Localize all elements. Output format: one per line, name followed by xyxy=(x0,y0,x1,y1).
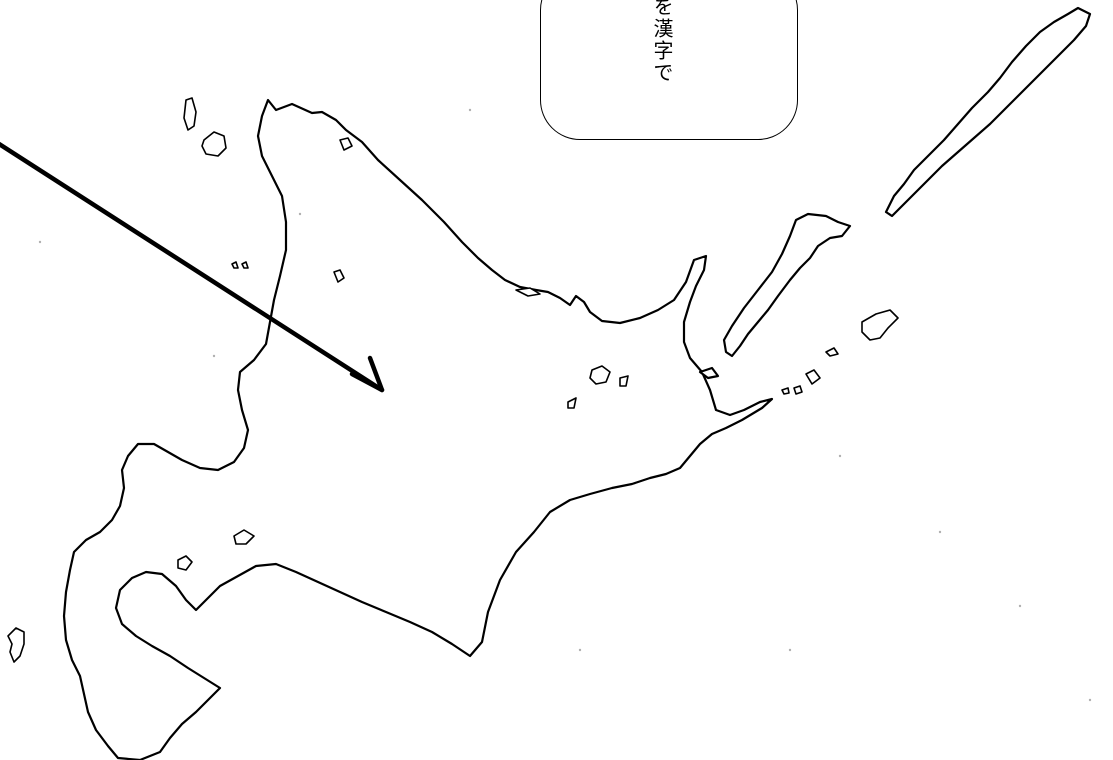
map-speck xyxy=(38,240,42,244)
map-speck xyxy=(298,212,302,216)
island-east-small-2 xyxy=(805,369,821,385)
lake-7 xyxy=(177,555,193,571)
island-east-small-5 xyxy=(781,387,790,395)
hokkaido-main-island xyxy=(62,98,774,760)
map-speck xyxy=(578,648,582,652)
lake-4 xyxy=(333,269,345,283)
lake-6 xyxy=(233,529,255,545)
map-speck xyxy=(788,648,792,652)
map-speck xyxy=(468,108,472,112)
island-east-small-4 xyxy=(793,385,803,395)
lake-8 xyxy=(515,287,541,297)
pointer-arrow-shaft xyxy=(0,141,385,393)
map-speck xyxy=(938,530,942,534)
island-west-3 xyxy=(231,261,239,269)
island-west-2 xyxy=(201,131,227,157)
lake-2 xyxy=(619,375,629,387)
island-east-small-1 xyxy=(861,309,899,341)
island-southwest xyxy=(7,627,25,663)
map-speck xyxy=(1018,604,1022,608)
island-east-small-3 xyxy=(825,347,839,357)
island-west-1 xyxy=(183,97,197,131)
island-northeast-2 xyxy=(884,6,1092,218)
map-speck xyxy=(1088,698,1092,702)
map-speck xyxy=(212,354,216,358)
lake-1 xyxy=(589,365,611,385)
lake-3 xyxy=(567,397,577,409)
nemuro-coast-detail xyxy=(698,366,720,380)
island-west-4 xyxy=(241,261,249,269)
pointer-arrow-head xyxy=(349,355,385,393)
island-northeast-1 xyxy=(722,212,852,358)
lake-5 xyxy=(339,137,353,151)
map-speck xyxy=(838,454,842,458)
question-callout-text: を漢字で xyxy=(650,0,674,84)
question-callout-box xyxy=(540,0,798,140)
